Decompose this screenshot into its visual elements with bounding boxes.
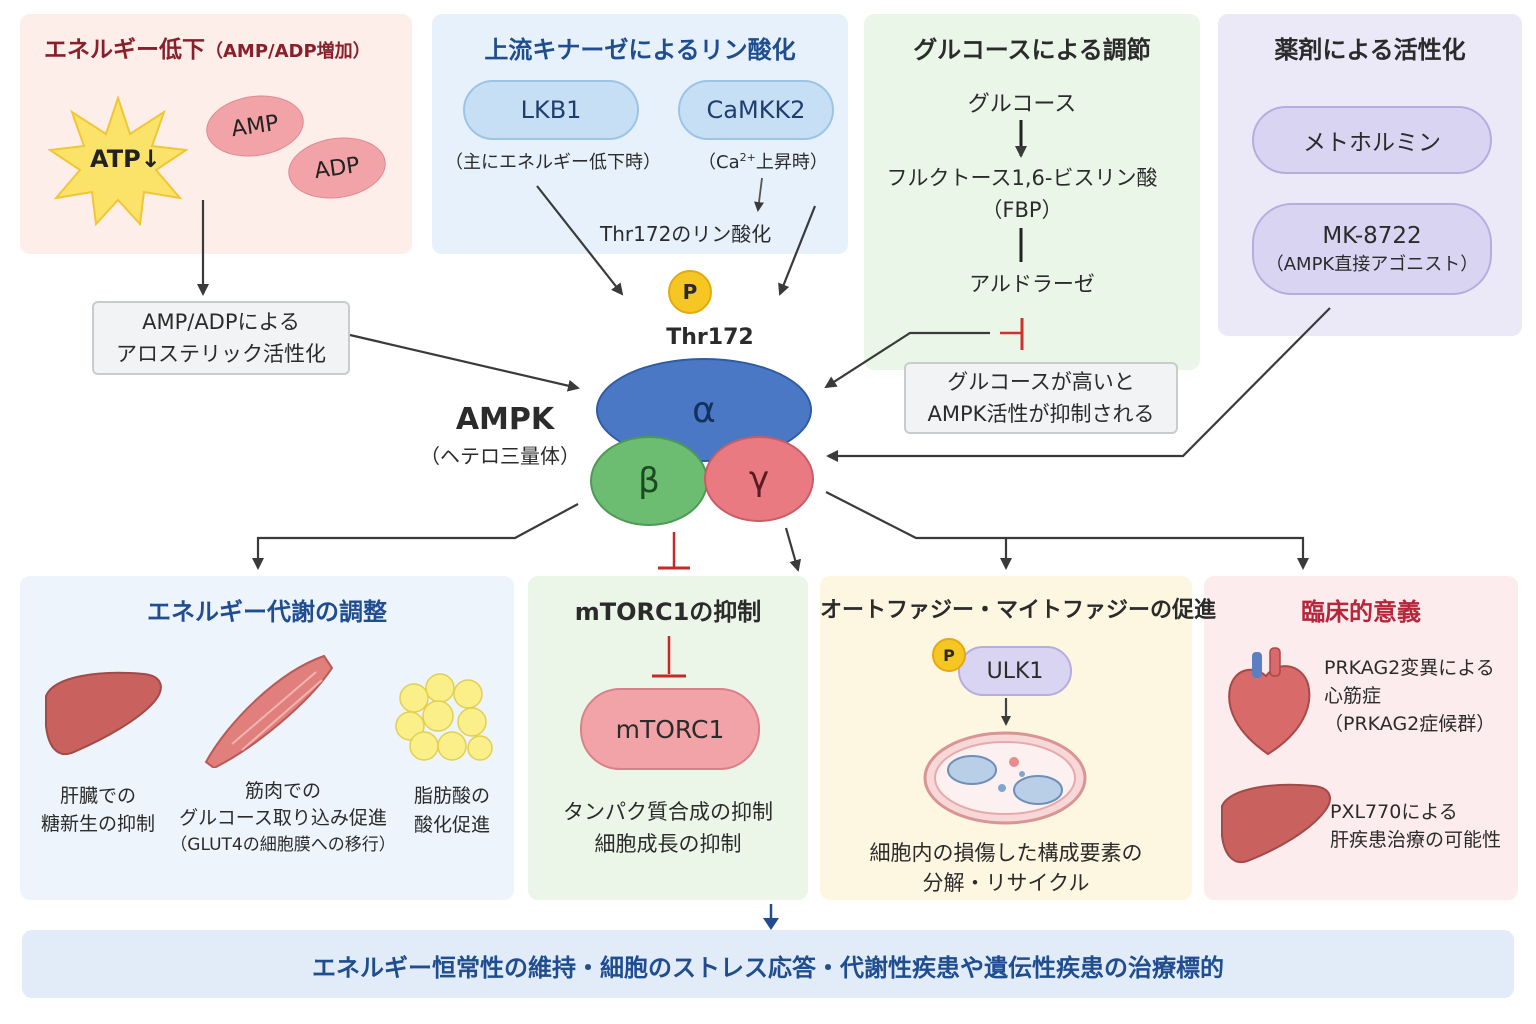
prkag2-line2: 心筋症 (1324, 685, 1382, 707)
prkag2-text: PRKAG2変異による 心筋症 （PRKAG2症候群） (1324, 654, 1495, 738)
muscle-caption: 筋肉での グルコース取り込み促進 （GLUT4の細胞膜への移行） (170, 778, 396, 859)
energy-drop-title-main: エネルギー低下 (44, 37, 205, 63)
thr172-label: Thr172 (666, 325, 754, 350)
mk8722-note: （AMPK直接アゴニスト） (1265, 254, 1479, 275)
fat-cells-icon (395, 673, 493, 761)
fat-line2: 酸化促進 (413, 814, 490, 836)
muscle-icon (204, 654, 334, 768)
adp-label: ADP (312, 152, 362, 184)
metformin-label: メトホルミン (1303, 130, 1441, 156)
amp-label: AMP (229, 110, 281, 142)
thr172-phospho-label: Thr172のリン酸化 (600, 222, 772, 246)
alpha-label: α (692, 389, 716, 431)
fat-line1: 脂肪酸の (413, 785, 490, 807)
mtorc1-title: mTORC1の抑制 (574, 598, 762, 626)
camkk2-note-pre: （Ca (698, 152, 740, 173)
autophagy-line2: 分解・リサイクル (922, 871, 1090, 895)
mtorc1-effects: タンパク質合成の抑制 細胞成長の抑制 (528, 796, 808, 860)
camkk2-note: （Ca2+上昇時） (698, 148, 828, 174)
pxl-line1: PXL770による (1330, 801, 1458, 823)
lkb1-note: （主にエネルギー低下時） (445, 152, 661, 173)
glucose-note-line1: グルコースが高いと (947, 370, 1135, 394)
ulk1-phospho-icon: P (932, 638, 966, 672)
mtorc1-pill: mTORC1 (580, 688, 760, 770)
atp-down-arrow-icon: ↓ (140, 145, 161, 173)
energy-drop-title-sub: （AMP/ADP増加） (205, 41, 371, 62)
ulk1-pill: ULK1 (958, 646, 1072, 696)
ampk-name: AMPK (455, 402, 555, 437)
allosteric-line1: AMP/ADPによる (142, 310, 300, 334)
clinical-title: 臨床的意義 (1301, 598, 1421, 626)
lkb1-pill: LKB1 (463, 80, 639, 140)
allosteric-line2: アロステリック活性化 (116, 342, 326, 366)
pxl770-text: PXL770による 肝疾患治療の可能性 (1330, 798, 1501, 854)
metabolism-title: エネルギー代謝の調整 (147, 598, 387, 626)
beta-label: β (638, 461, 660, 501)
autophagosome-icon (923, 731, 1087, 825)
glucose-regulation-panel (864, 14, 1200, 370)
mtorc1-label: mTORC1 (615, 714, 725, 744)
mk8722-pill: MK-8722 （AMPK直接アゴニスト） (1252, 203, 1492, 295)
footer-banner (22, 930, 1514, 998)
upstream-title: 上流キナーゼによるリン酸化 (484, 36, 796, 64)
muscle-line3: （GLUT4の細胞膜への移行） (170, 835, 396, 855)
fbp-line2: （FBP） (981, 198, 1063, 222)
allosteric-activation-box: AMP/ADPによる アロステリック活性化 (92, 301, 350, 375)
camkk2-label: CaMKK2 (706, 96, 806, 124)
heart-icon (1228, 647, 1311, 756)
glucose-title: グルコースによる調節 (913, 36, 1151, 64)
mtorc1-line1: タンパク質合成の抑制 (563, 800, 773, 824)
gamma-label: γ (748, 459, 770, 499)
liver-icon (45, 671, 162, 755)
phospho-p-icon: P (668, 270, 712, 314)
footer-summary: エネルギー恒常性の維持・細胞のストレス応答・代謝性疾患や遺伝性疾患の治療標的 (312, 954, 1224, 982)
mk8722-label: MK-8722 (1322, 223, 1422, 249)
phospho-p-label: P (682, 280, 698, 304)
ulk1-label: ULK1 (986, 658, 1044, 684)
camkk2-note-post: 上昇時） (755, 152, 828, 173)
aldolase-label: アルドラーゼ (969, 272, 1095, 296)
glucose-inhibition-note: グルコースが高いと AMPK活性が抑制される (904, 362, 1178, 434)
atp-text: ATP (90, 145, 141, 173)
glucose-label: グルコース (967, 92, 1077, 117)
autophagy-effects: 細胞内の損傷した構成要素の 分解・リサイクル (820, 838, 1192, 898)
fat-caption: 脂肪酸の 酸化促進 (398, 782, 506, 840)
prkag2-line3: （PRKAG2症候群） (1324, 713, 1496, 735)
fbp-label: フルクトース1,6-ビスリン酸 （FBP） (864, 162, 1180, 226)
drug-title: 薬剤による活性化 (1274, 36, 1466, 64)
glucose-note-line2: AMPK活性が抑制される (927, 402, 1155, 426)
prkag2-line1: PRKAG2変異による (1324, 657, 1495, 679)
muscle-line1: 筋肉での (244, 780, 321, 802)
ulk1-p-label: P (943, 645, 955, 665)
ampk-beta-subunit: β (590, 436, 708, 526)
pxl-line2: 肝疾患治療の可能性 (1330, 829, 1502, 851)
energy-drop-title: エネルギー低下（AMP/ADP増加） (44, 30, 371, 64)
autophagy-line1: 細胞内の損傷した構成要素の (869, 841, 1143, 865)
atp-starburst-icon (48, 96, 188, 226)
muscle-line2: グルコース取り込み促進 (179, 807, 387, 829)
liver-caption: 肝臓での 糖新生の抑制 (28, 782, 168, 838)
fbp-line1: フルクトース1,6-ビスリン酸 (886, 166, 1158, 190)
autophagy-title: オートファジー・マイトファジーの促進 (820, 598, 1217, 623)
lkb1-label: LKB1 (520, 96, 582, 124)
ampk-subtitle: （ヘテロ三量体） (420, 444, 580, 468)
camkk2-pill: CaMKK2 (678, 80, 834, 140)
ampk-gamma-subunit: γ (704, 436, 814, 522)
liver-line2: 糖新生の抑制 (40, 813, 155, 835)
camkk2-note-sup: 2+ (739, 151, 756, 164)
liver-line1: 肝臓での (59, 785, 136, 807)
metformin-pill: メトホルミン (1252, 106, 1492, 174)
mtorc1-line2: 細胞成長の抑制 (594, 832, 742, 856)
clinical-liver-icon (1221, 783, 1331, 863)
atp-label: ATP↓ (90, 145, 161, 173)
